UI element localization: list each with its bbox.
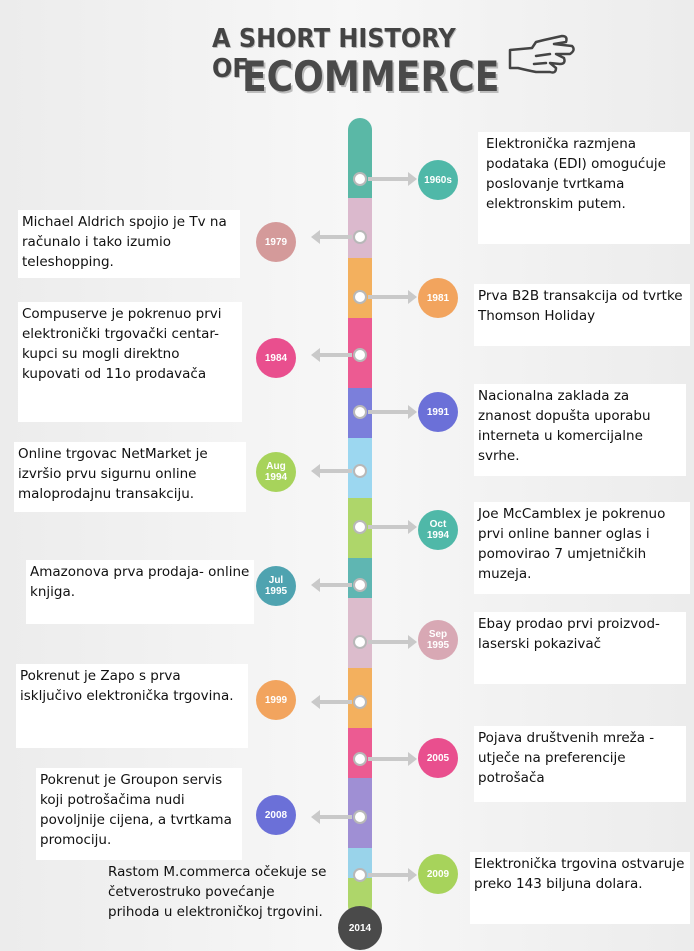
year-badge-1960s: 1960s (418, 160, 458, 200)
arrow-left (311, 348, 352, 362)
timeline-node (353, 752, 367, 766)
event-text-1984: Compuserve je pokrenuo prvi elektronički… (18, 302, 242, 422)
pointing-hand-icon (508, 34, 575, 74)
event-text-1999: Pokrenut je Zapo s prva isključivo elekt… (16, 664, 248, 748)
event-text-1991: Nacionalna zaklada za znanost dopušta up… (474, 384, 686, 476)
arrow-left (311, 578, 352, 592)
event-text-2009: Elektronička trgovina ostvaruje preko 14… (470, 852, 690, 924)
timeline-node (353, 635, 367, 649)
year-badge-1991: 1991 (418, 392, 458, 432)
arrow-left (311, 464, 352, 478)
year-badge-1979: 1979 (256, 222, 296, 262)
arrow-right (368, 172, 417, 186)
year-badge-oct-1994: Oct 1994 (418, 510, 458, 550)
event-text-oct-1994: Joe McCamblex je pokrenuo prvi online ba… (474, 502, 690, 594)
timeline-node (353, 348, 367, 362)
event-text-1979: Michael Aldrich spojio je Tv na računalo… (18, 210, 240, 278)
year-badge-1981: 1981 (418, 278, 458, 318)
event-text-1960s: Elektronička razmjena podataka (EDI) omo… (478, 132, 690, 244)
year-badge-sep-1995: Sep 1995 (418, 620, 458, 660)
event-text-2014: Rastom M.commerca očekuje se četverostru… (108, 864, 327, 920)
timeline-node (353, 520, 367, 534)
arrow-right (368, 405, 417, 419)
year-badge-2008: 2008 (256, 795, 296, 835)
timeline-node (353, 290, 367, 304)
arrow-right (368, 752, 417, 766)
timeline-node (353, 868, 367, 882)
arrow-right (368, 290, 417, 304)
arrow-left (311, 230, 352, 244)
year-badge-2005: 2005 (418, 738, 458, 778)
arrow-left (311, 810, 352, 824)
event-text-jul-1995: Amazonova prva prodaja- online knjiga. (26, 560, 254, 624)
timeline-node (353, 695, 367, 709)
arrow-left (311, 695, 352, 709)
event-text-1981: Prva B2B transakcija od tvrtke Thomson H… (474, 284, 690, 346)
year-badge-aug-1994: Aug 1994 (256, 452, 296, 492)
event-text-2008: Pokrenut je Groupon servis koji potrošač… (36, 768, 242, 860)
timeline-spine (348, 118, 372, 918)
timeline-node (353, 578, 367, 592)
timeline-node (353, 405, 367, 419)
year-badge-1984: 1984 (256, 338, 296, 378)
timeline-node (353, 464, 367, 478)
timeline-node (353, 230, 367, 244)
event-text-aug-1994: Online trgovac NetMarket je izvršio prvu… (14, 442, 246, 512)
arrow-right (368, 520, 417, 534)
title-line-1: A SHORT HISTORY OF (212, 24, 456, 84)
year-badge-1999: 1999 (256, 680, 296, 720)
arrow-right (368, 868, 417, 882)
timeline-node (353, 810, 367, 824)
year-badge-jul-1995: Jul 1995 (256, 566, 296, 606)
event-text-sep-1995: Ebay prodao prvi proizvod- laserski poka… (474, 612, 686, 684)
title-line-2: ECOMMERCE (242, 52, 500, 101)
arrow-right (368, 635, 417, 649)
year-badge-2009: 2009 (418, 854, 458, 894)
timeline-node (353, 172, 367, 186)
event-text-2005: Pojava društvenih mreža - utječe na pref… (474, 726, 686, 802)
year-badge-2014: 2014 (338, 906, 382, 950)
